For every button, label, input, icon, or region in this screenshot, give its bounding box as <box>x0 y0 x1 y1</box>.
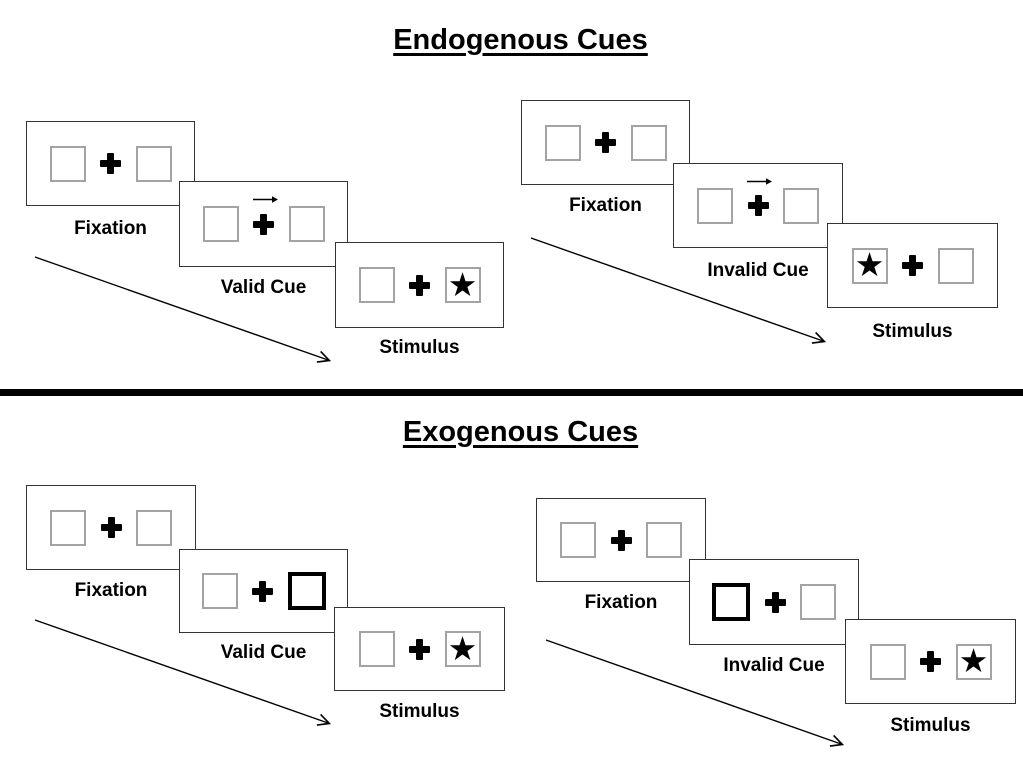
endo-valid-stimulus-panel: ★ <box>335 242 504 328</box>
left-box <box>202 206 239 242</box>
left-box: ★ <box>851 245 888 284</box>
left-box <box>358 631 395 667</box>
fixation-cross-icon <box>610 529 632 551</box>
left-box <box>560 522 596 558</box>
cue-arrow-right-icon <box>252 196 278 203</box>
frame-label-fixation: Fixation <box>569 195 642 216</box>
timeline-arrow-exo-valid <box>34 619 332 726</box>
frame-label-fixation: Fixation <box>584 592 658 613</box>
fixation-cross-icon <box>747 195 769 216</box>
exo-valid-cue-panel <box>179 549 348 633</box>
fixation-cross-icon <box>100 153 121 174</box>
section-title-endogenous: Endogenous Cues <box>393 24 648 56</box>
right-box <box>937 247 974 284</box>
fixation-cross-icon <box>409 638 430 660</box>
right-box: ★ <box>444 264 481 304</box>
frame-label-valid-cue: Valid Cue <box>220 642 307 663</box>
left-box <box>697 187 733 224</box>
fixation-cross-icon <box>902 255 923 276</box>
cue-box-right <box>287 572 326 610</box>
frame-label-stimulus: Stimulus <box>379 701 460 722</box>
section-title-exogenous: Exogenous Cues <box>402 416 639 448</box>
exo-invalid-cue-panel <box>689 559 859 645</box>
target-star-icon: ★ <box>854 245 885 284</box>
right-box <box>800 584 836 620</box>
right-box <box>646 522 682 558</box>
frame-label-valid-cue: Valid Cue <box>220 277 307 298</box>
exo-invalid-fixation-panel <box>536 498 706 582</box>
frame-label-fixation: Fixation <box>74 580 148 601</box>
fixation-cross-icon <box>253 213 274 235</box>
fixation-cross-icon <box>252 580 273 602</box>
left-box <box>544 124 581 161</box>
target-star-icon: ★ <box>958 641 989 680</box>
left-box <box>869 643 906 680</box>
target-star-icon: ★ <box>447 628 478 668</box>
endo-invalid-fixation-panel <box>521 100 690 185</box>
right-box <box>288 206 325 242</box>
frame-label-invalid-cue: Invalid Cue <box>723 655 825 676</box>
fixation-cross-icon <box>100 517 122 538</box>
fixation-cross-icon <box>595 132 616 153</box>
frame-label-stimulus: Stimulus <box>379 337 460 358</box>
fixation-cross-icon <box>920 651 941 672</box>
left-box <box>201 573 238 609</box>
right-box: ★ <box>955 641 992 680</box>
right-box <box>135 145 172 182</box>
right-box <box>630 124 667 161</box>
frame-label-fixation: Fixation <box>74 218 147 239</box>
endo-invalid-stimulus-panel: ★ <box>827 223 998 308</box>
left-box <box>49 145 86 182</box>
fixation-cross-icon <box>764 591 786 613</box>
left-box <box>358 267 395 303</box>
left-box <box>50 509 86 546</box>
frame-label-stimulus: Stimulus <box>872 321 953 342</box>
endo-valid-fixation-panel <box>26 121 195 206</box>
timeline-arrow-endo-valid <box>34 256 332 363</box>
fixation-cross-icon <box>409 274 430 296</box>
section-divider <box>0 389 1023 396</box>
right-box <box>783 187 819 224</box>
timeline-arrow-endo-invalid <box>530 237 827 344</box>
exo-invalid-stimulus-panel: ★ <box>845 619 1016 704</box>
target-star-icon: ★ <box>447 264 478 304</box>
endo-valid-cue-panel <box>179 181 348 267</box>
right-box: ★ <box>444 628 481 668</box>
cue-arrow-right-icon <box>747 177 772 185</box>
frame-label-invalid-cue: Invalid Cue <box>707 260 809 281</box>
right-box <box>136 509 172 546</box>
exo-valid-fixation-panel <box>26 485 196 570</box>
endo-invalid-cue-panel <box>673 163 843 248</box>
exo-valid-stimulus-panel: ★ <box>334 607 505 691</box>
cue-box-left <box>712 583 750 621</box>
frame-label-stimulus: Stimulus <box>890 715 971 736</box>
